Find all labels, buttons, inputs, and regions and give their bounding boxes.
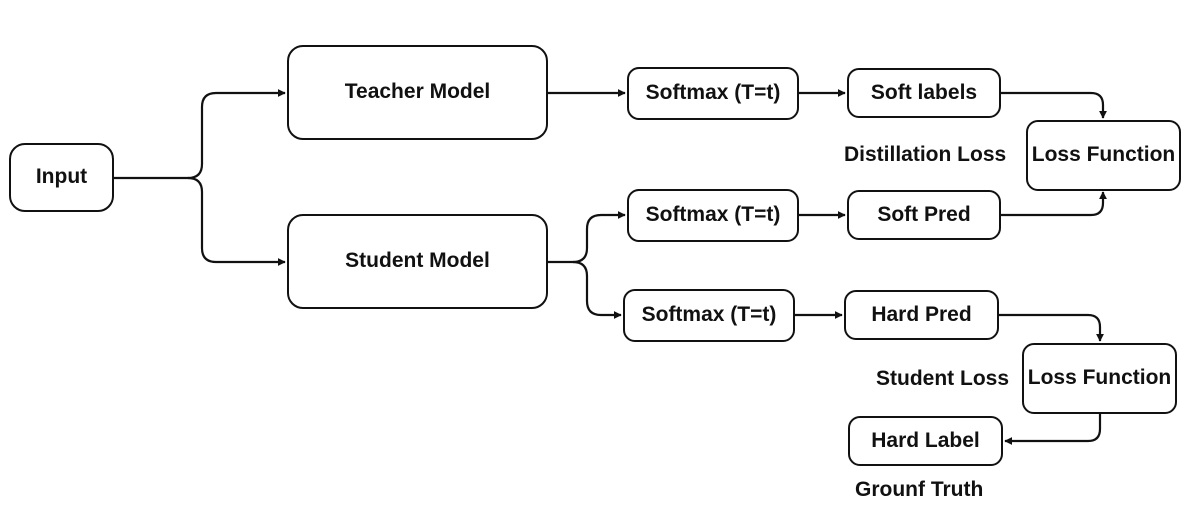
student-model-node: Student Model bbox=[287, 214, 548, 309]
edge-input-to-teacher bbox=[187, 89, 286, 180]
ground-truth-label: Grounf Truth bbox=[855, 478, 984, 501]
edge-student-to-softmax-soft bbox=[572, 211, 626, 264]
hard-label-node: Hard Label bbox=[848, 416, 1003, 466]
edge-hard-pred-to-loss bbox=[999, 313, 1104, 342]
softmax-student-hard-node: Softmax (T=t) bbox=[623, 289, 795, 342]
teacher-model-node: Teacher Model bbox=[287, 45, 548, 140]
edge-soft-labels-to-loss bbox=[1001, 91, 1107, 119]
edge-soft-pred-to-loss bbox=[1001, 191, 1107, 217]
loss-function-distillation-node: Loss Function bbox=[1026, 120, 1181, 191]
edge-loss-to-hard-label bbox=[1004, 414, 1102, 445]
soft-labels-node: Soft labels bbox=[847, 68, 1001, 118]
distillation-loss-label: Distillation Loss bbox=[844, 143, 1007, 166]
softmax-student-soft-node: Softmax (T=t) bbox=[627, 189, 799, 242]
input-node: Input bbox=[9, 143, 114, 212]
loss-function-student-node: Loss Function bbox=[1022, 343, 1177, 414]
hard-pred-node: Hard Pred bbox=[844, 290, 999, 340]
student-loss-label: Student Loss bbox=[876, 367, 1010, 390]
edge-input-to-student bbox=[187, 176, 286, 266]
edge-student-to-softmax-hard bbox=[572, 260, 622, 319]
softmax-teacher-node: Softmax (T=t) bbox=[627, 67, 799, 120]
soft-pred-node: Soft Pred bbox=[847, 190, 1001, 240]
